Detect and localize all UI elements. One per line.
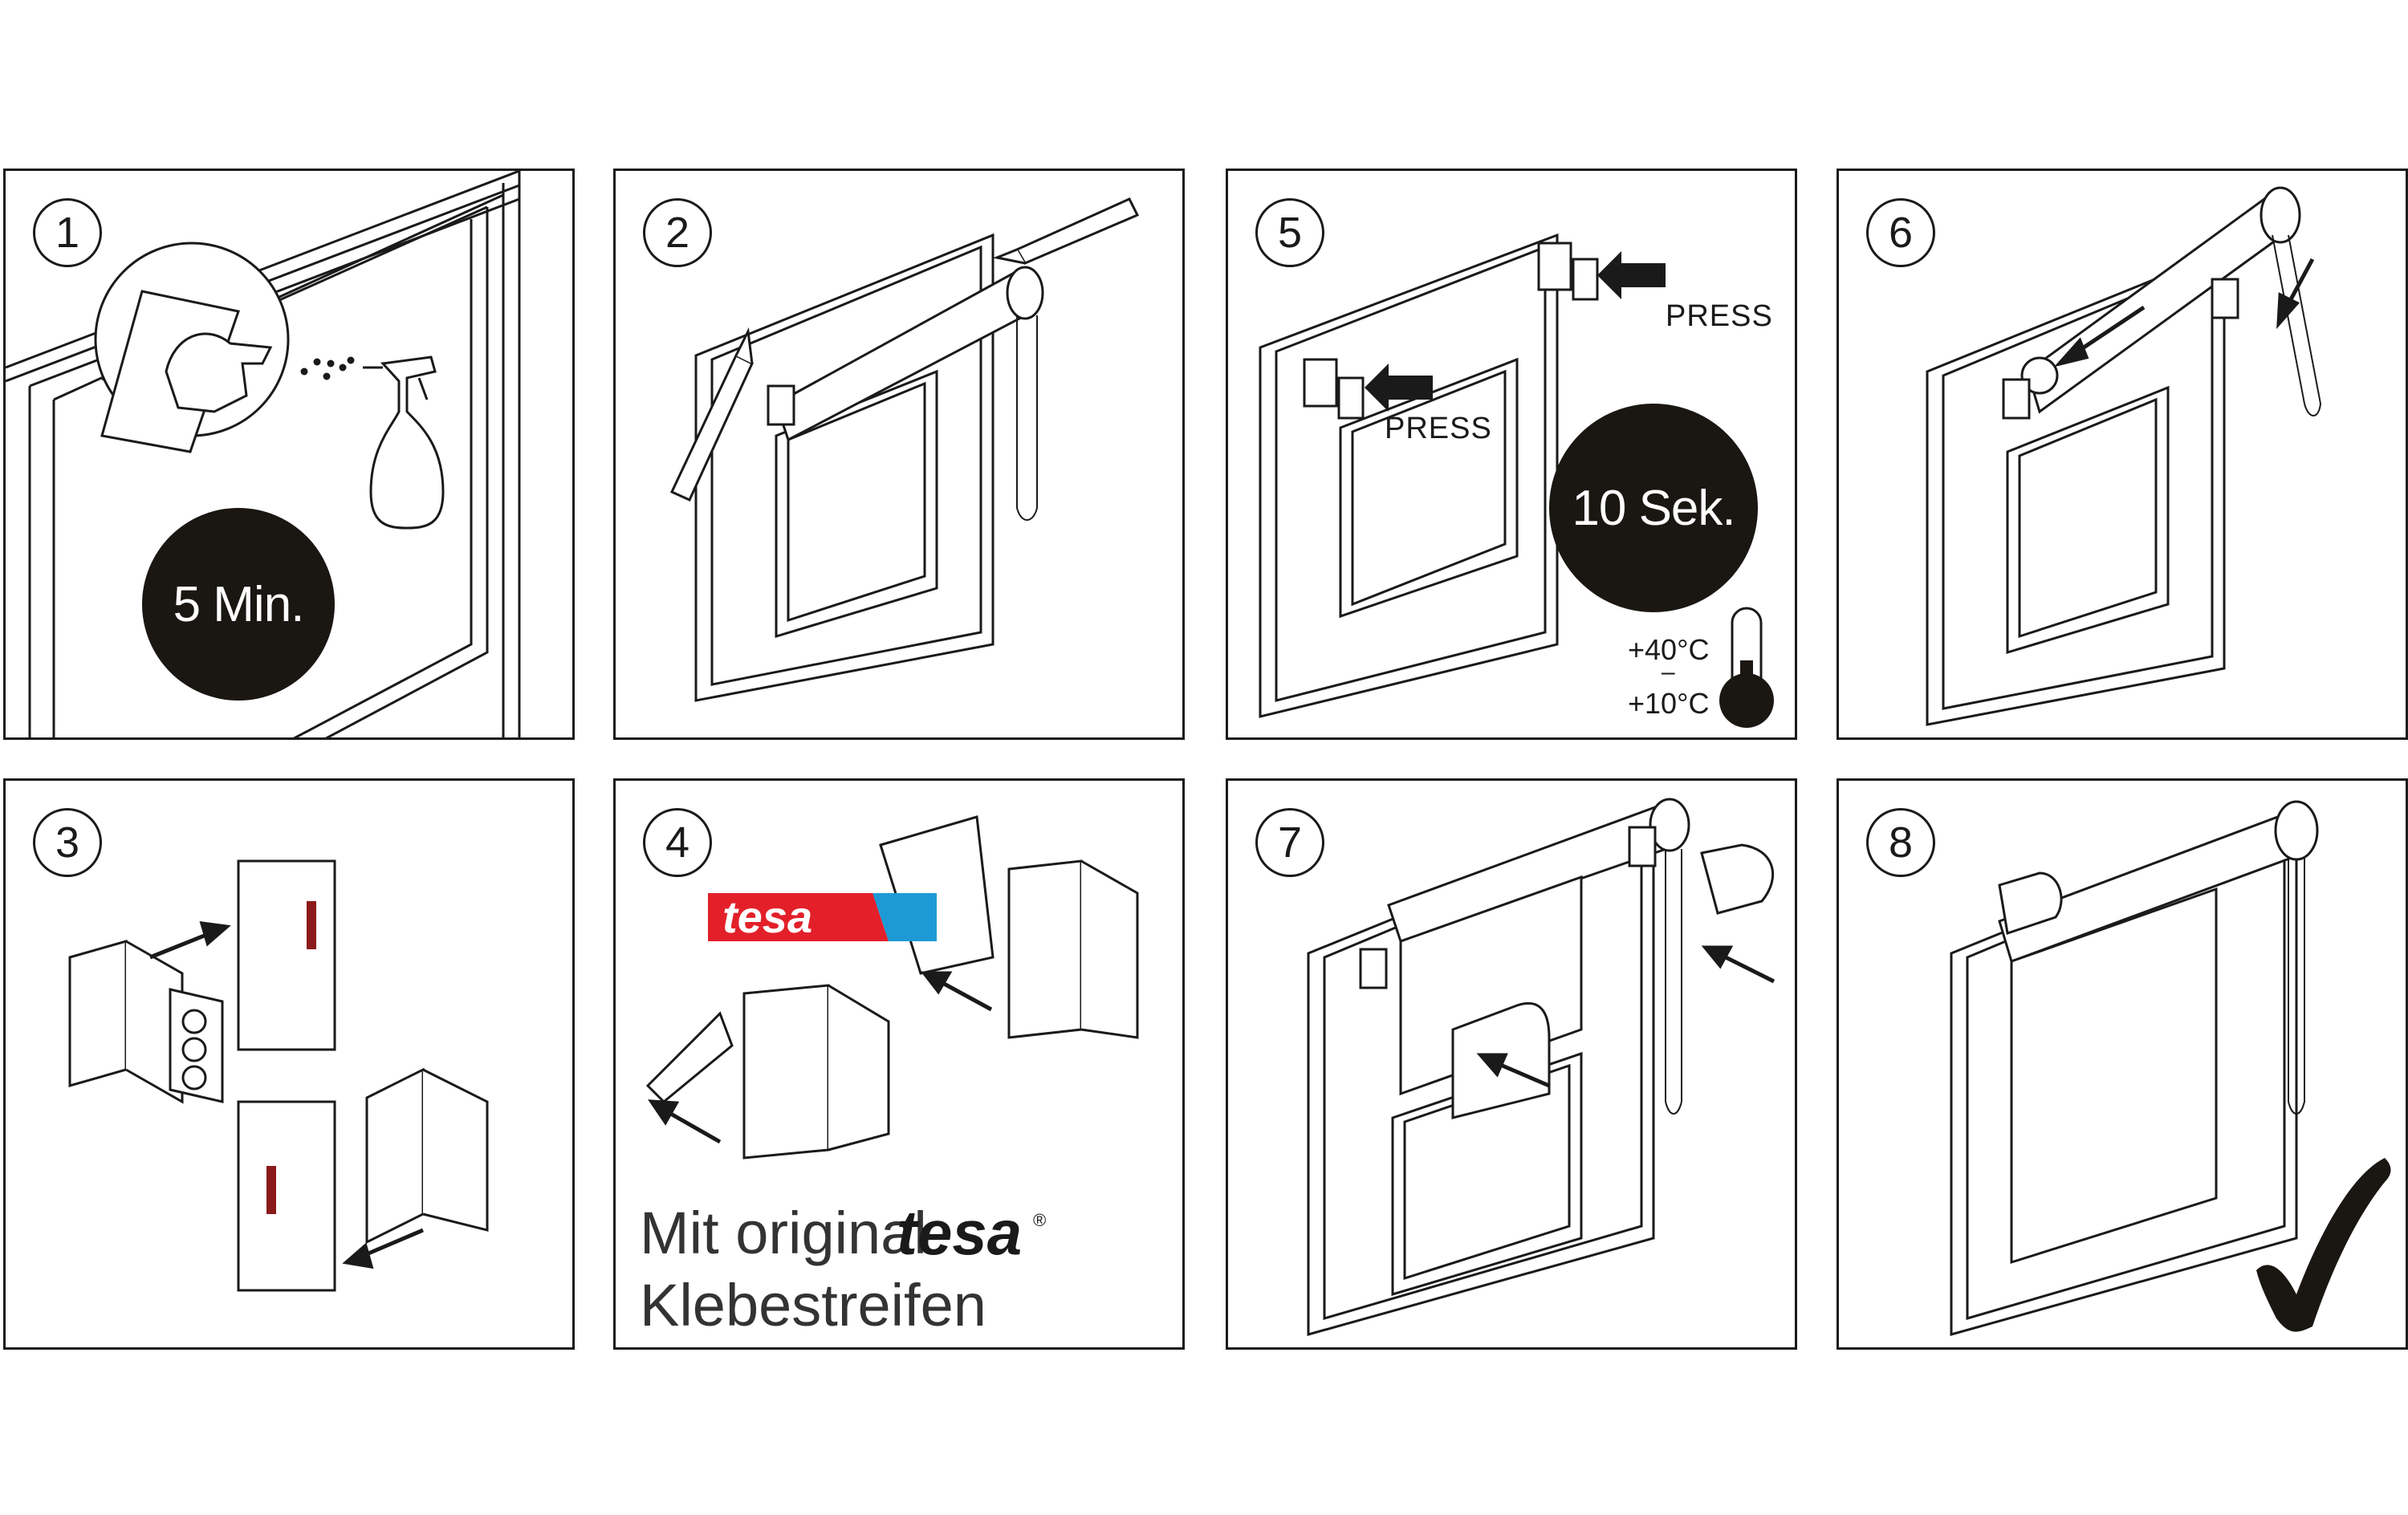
step-panel-8: 8 <box>1837 778 2408 1350</box>
bracket-parts-illustration <box>68 859 489 1292</box>
caption-line-2: Klebestreifen <box>640 1272 986 1338</box>
pencil-icon-top <box>992 197 1140 265</box>
registered-mark: ® <box>1033 1210 1047 1230</box>
temp-min-label: +10°C <box>1628 687 1710 720</box>
pull-chain <box>2288 857 2305 1115</box>
pull-chain <box>2272 234 2321 416</box>
temp-separator: – <box>1662 659 1675 685</box>
step-panel-5: 5 PRESS PRESS 10 Sek. +40°C – +10°C <box>1226 169 1797 740</box>
tesa-logo: tesa <box>708 893 877 941</box>
finished-roller-blind-illustration <box>1950 800 2391 1336</box>
step-panel-1: 1 5 Min. <box>3 169 575 740</box>
step-number: 7 <box>1255 808 1324 877</box>
step-number: 6 <box>1866 198 1935 267</box>
adhesive-strip <box>266 901 316 1214</box>
hold-time-badge: 10 Sek. <box>1549 404 1758 612</box>
direction-arrow-icon <box>2053 258 2315 368</box>
step-panel-7: 7 <box>1226 778 1797 1350</box>
magnify-circle <box>94 242 290 453</box>
step-number: 1 <box>33 198 102 267</box>
press-arrow-icon <box>1365 251 1666 412</box>
step-number: 2 <box>643 198 712 267</box>
caption-line-1: Mit original <box>640 1200 927 1266</box>
step-panel-6: 6 <box>1837 169 2408 740</box>
tesa-logo-stripe <box>872 893 937 941</box>
pull-chain <box>1665 849 1682 1115</box>
direction-arrow-icon <box>149 921 424 1269</box>
step-number: 5 <box>1255 198 1324 267</box>
press-label: PRESS <box>1385 412 1492 445</box>
pencil-icon <box>669 327 754 502</box>
step-panel-2: 2 <box>613 169 1185 740</box>
direction-arrow-icon <box>1476 945 1775 1088</box>
wait-time-badge: 5 Min. <box>142 508 335 701</box>
step-number: 4 <box>643 808 712 877</box>
pull-chain <box>1016 315 1038 521</box>
step-number: 3 <box>33 808 102 877</box>
press-label: PRESS <box>1666 299 1773 333</box>
step-number: 8 <box>1866 808 1935 877</box>
insert-roller-illustration <box>1926 186 2321 726</box>
direction-arrow-icon <box>648 971 993 1144</box>
clean-window-illustration <box>6 171 521 737</box>
spray-bottle-icon <box>300 355 445 530</box>
step-panel-4: 4 tesa Mit original tesa ® Klebestreifen <box>613 778 1185 1350</box>
adhesive-application-illustration <box>645 815 1139 1160</box>
thermometer-icon <box>1719 607 1774 728</box>
check-mark-icon <box>2256 1158 2391 1332</box>
temp-max-label: +40°C <box>1628 633 1710 666</box>
press-brackets-illustration <box>1259 233 1774 728</box>
attach-cap-illustration <box>1307 798 1775 1336</box>
mark-position-illustration <box>669 197 1140 702</box>
tesa-brand-text: tesa <box>897 1197 1023 1268</box>
step-panel-3: 3 <box>3 778 575 1350</box>
